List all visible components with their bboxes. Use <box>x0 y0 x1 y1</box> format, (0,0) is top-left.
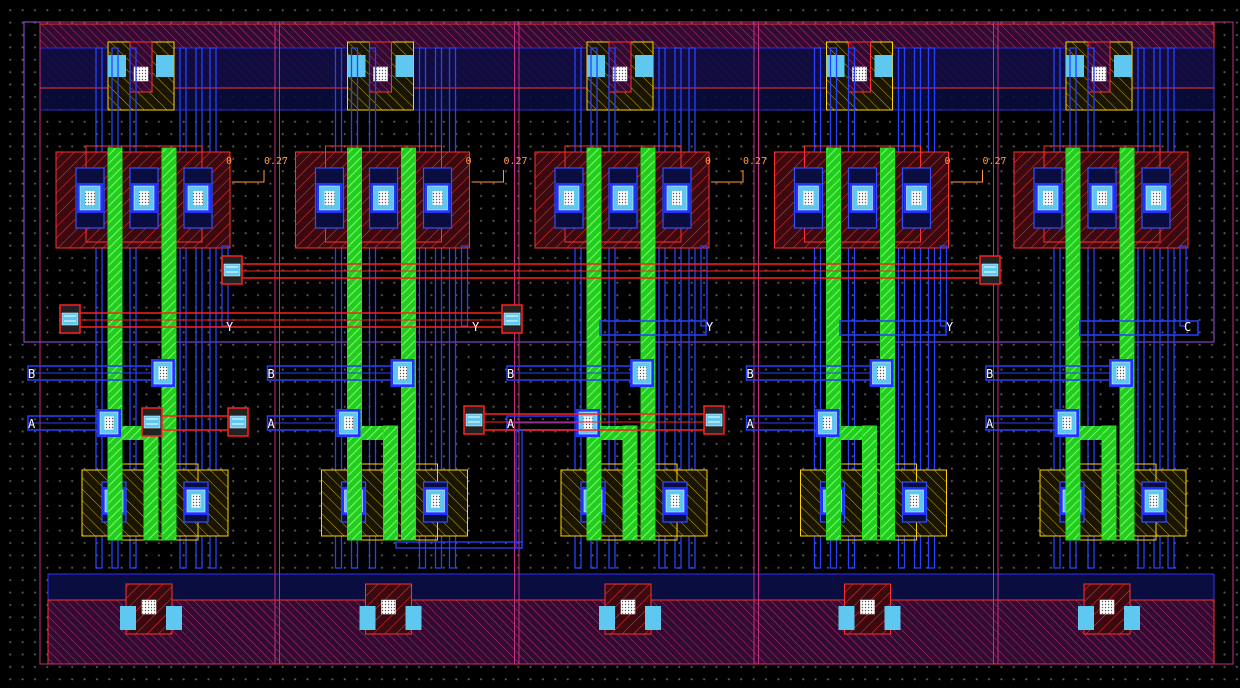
nmos-contact <box>1142 487 1166 515</box>
metal2-via <box>979 255 1001 285</box>
ruler-start-label: 0 <box>466 156 472 167</box>
route-wire <box>395 541 523 549</box>
input-a-contact <box>815 409 840 437</box>
pmos-contact <box>424 183 451 213</box>
metal2-via <box>227 407 249 437</box>
metal2-via <box>463 405 485 435</box>
pmos-contact <box>316 183 343 213</box>
nmos-contact <box>423 487 448 515</box>
nmos-contact <box>902 487 927 515</box>
input-a-label: A <box>268 417 276 431</box>
metal2-via <box>141 407 163 437</box>
input-b-contact <box>390 359 415 387</box>
pmos-contact <box>556 183 582 213</box>
metal2-via <box>501 304 523 334</box>
output-wire <box>1079 320 1199 336</box>
ruler-end-label: 0.27 <box>983 156 1007 167</box>
output-label: Y <box>472 320 480 334</box>
metal2-via <box>59 304 81 334</box>
ruler-end-label: 0.27 <box>264 156 288 167</box>
nmos-contact <box>184 487 208 515</box>
input-b-label: B <box>268 367 275 381</box>
output-label: C <box>1184 320 1191 334</box>
ruler-marker <box>950 170 983 183</box>
input-b-label: B <box>747 367 754 381</box>
output-label: Y <box>946 320 954 334</box>
ruler-marker <box>232 170 265 183</box>
input-a-label: A <box>28 417 36 431</box>
ruler-start-label: 0 <box>705 156 711 167</box>
output-wire <box>599 320 707 336</box>
input-b-contact <box>1109 359 1133 387</box>
pmos-contact <box>795 183 822 213</box>
input-b-contact <box>630 359 654 387</box>
cell-1[interactable] <box>266 21 515 665</box>
output-wire <box>839 320 947 336</box>
strap-vias <box>59 255 1001 437</box>
pmos-contact <box>131 183 157 213</box>
input-a-contact <box>97 409 121 437</box>
pmos-contact <box>849 183 876 213</box>
input-b-label: B <box>28 367 35 381</box>
ruler-marker <box>711 170 744 183</box>
cell-0[interactable] <box>27 21 276 665</box>
pmos-contact <box>1143 183 1169 213</box>
pmos-contact <box>903 183 930 213</box>
pmos-contact <box>185 183 211 213</box>
input-b-contact <box>151 359 175 387</box>
input-a-contact <box>576 409 600 437</box>
input-b-label: B <box>986 367 993 381</box>
pmos-contact <box>664 183 690 213</box>
ruler-start-label: 0 <box>945 156 951 167</box>
input-a-label: A <box>986 417 994 431</box>
nmos-contact <box>663 487 687 515</box>
output-label: Y <box>706 320 714 334</box>
ruler-end-label: 0.27 <box>743 156 767 167</box>
cell-2[interactable] <box>506 21 755 665</box>
metal2-via <box>221 255 243 285</box>
ruler-end-label: 0.27 <box>504 156 528 167</box>
ruler-start-label: 0 <box>226 156 232 167</box>
pmos-contact <box>370 183 397 213</box>
ruler-marker <box>471 170 504 183</box>
pmos-contact <box>1089 183 1115 213</box>
pmos-contact <box>77 183 103 213</box>
input-a-label: A <box>507 417 515 431</box>
output-label: Y <box>226 320 234 334</box>
metal2-via <box>703 405 725 435</box>
input-a-label: A <box>747 417 755 431</box>
input-a-contact <box>336 409 361 437</box>
input-b-label: B <box>507 367 514 381</box>
cell-3[interactable] <box>745 21 994 665</box>
pmos-contact <box>1035 183 1061 213</box>
input-a-contact <box>1055 409 1079 437</box>
input-b-contact <box>869 359 894 387</box>
pmos-contact <box>610 183 636 213</box>
cell-4[interactable] <box>985 21 1234 665</box>
